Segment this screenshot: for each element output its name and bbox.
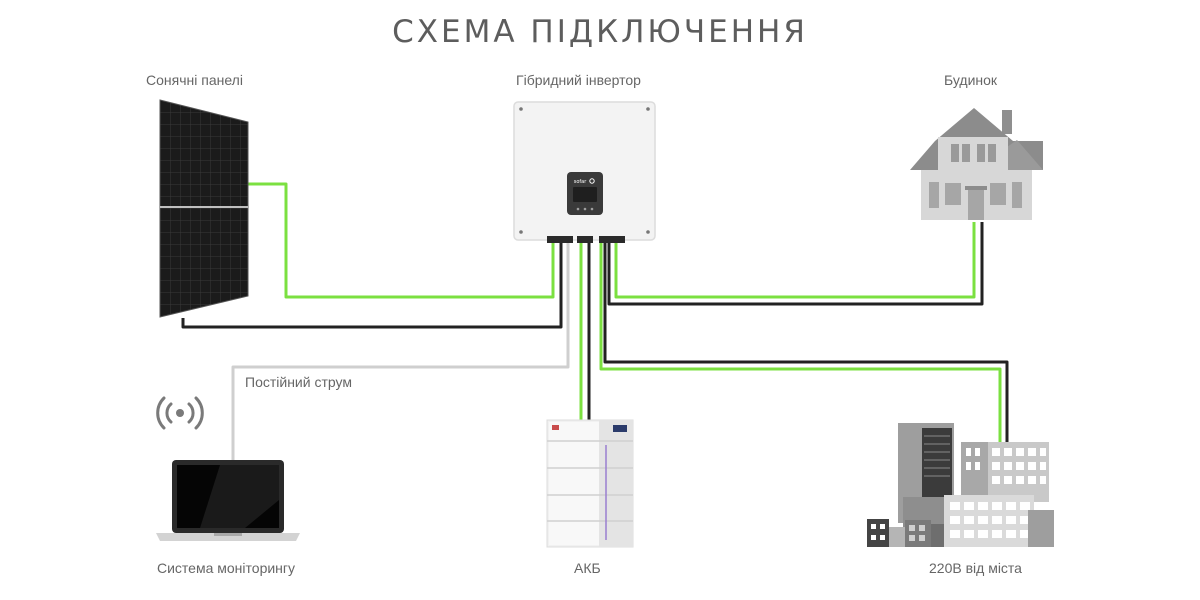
house-icon: [910, 108, 1043, 220]
grid-phase-wire: [599, 240, 1002, 442]
inverter-brand-logo: sofar: [574, 179, 587, 185]
monitoring-label: Система моніторингу: [157, 560, 296, 576]
inverter-label: Гібридний інвертор: [516, 72, 641, 88]
grid-label: 220В від міста: [929, 560, 1022, 576]
monitoring-laptop-icon: [156, 460, 300, 541]
battery-label: АКБ: [574, 560, 601, 576]
house-phase-wire: [614, 222, 976, 299]
city-grid-icon: [867, 423, 1054, 547]
diagram-title: СХЕМА ПІДКЛЮЧЕННЯ: [392, 14, 808, 50]
house-neutral-wire: [607, 222, 984, 306]
wires: [181, 182, 1009, 462]
monitoring-data-wire: [231, 240, 570, 462]
dc-current-label: Постійний струм: [245, 374, 352, 390]
hybrid-inverter-icon: sofar: [513, 101, 656, 243]
grid-neutral-wire: [603, 240, 1009, 442]
wifi-icon: [156, 396, 204, 430]
solar-phase-wire: [248, 182, 555, 299]
house-label: Будинок: [944, 72, 998, 88]
solar-neutral-wire: [181, 240, 563, 329]
battery-icon: [546, 419, 634, 548]
solar-panel-icon: [159, 99, 249, 318]
solar-panels-label: Сонячні панелі: [146, 72, 243, 88]
